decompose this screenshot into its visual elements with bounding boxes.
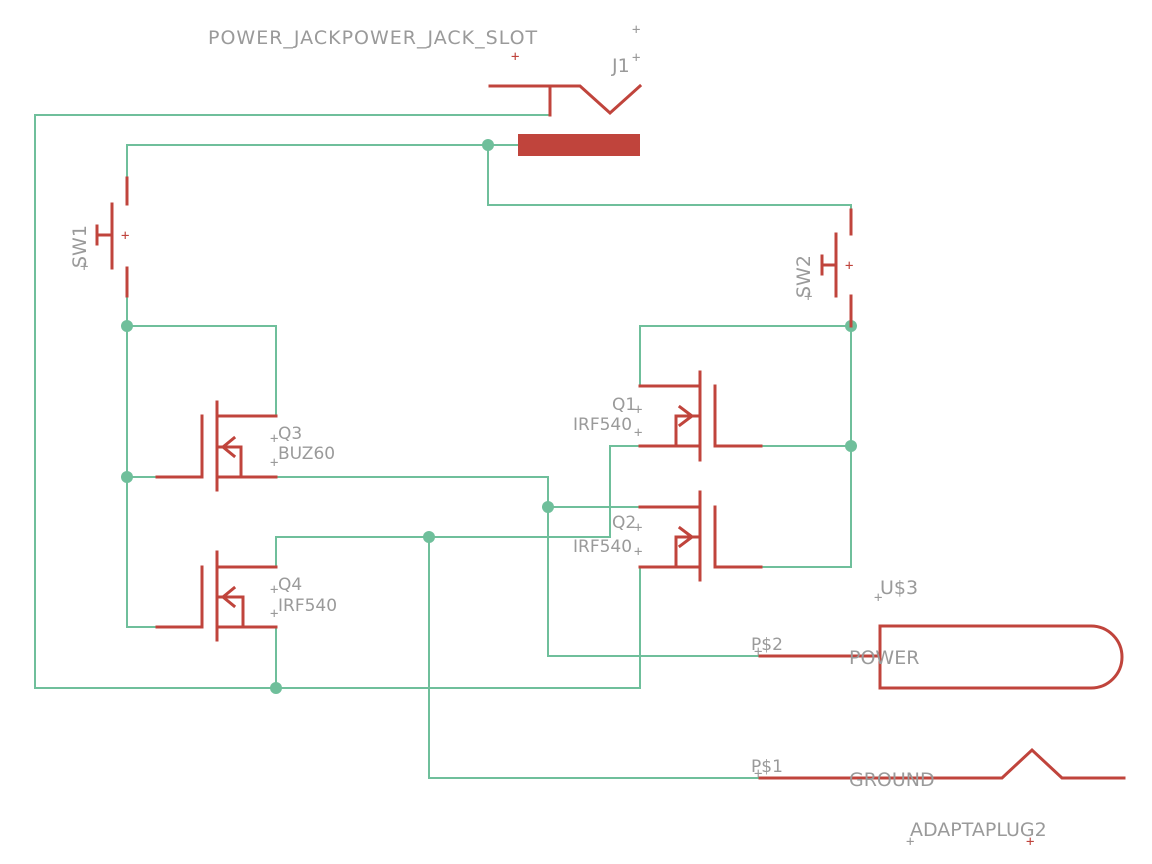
jack-barrel	[518, 134, 640, 156]
origin-cross-icon: +	[754, 644, 762, 660]
q3-name-label: Q3	[278, 424, 302, 444]
origin-cross-icon: +	[634, 544, 642, 560]
jack-spring-contact	[488, 83, 643, 116]
ground-lead	[758, 747, 1126, 780]
origin-cross-icon: +	[906, 834, 914, 850]
wire-net-ground[interactable]	[275, 445, 641, 568]
q3-value-label: BUZ60	[278, 444, 335, 464]
mosfet-arrow-icon	[677, 525, 695, 549]
origin-cross-icon: +	[121, 228, 129, 244]
junction-dot	[121, 471, 133, 483]
connector-u3[interactable]: U$3 + P$2 + POWER	[751, 577, 1124, 690]
pin-ground-number: P$1	[751, 757, 783, 777]
u3-name-label: U$3	[880, 577, 918, 599]
q1-name-label: Q1	[612, 395, 636, 415]
origin-cross-icon: +	[270, 606, 278, 622]
junction-dot	[423, 531, 435, 543]
wires	[34, 114, 857, 779]
wire-q3-drain[interactable]	[126, 325, 277, 417]
q2-value-label: IRF540	[573, 537, 632, 557]
pin-power-number: P$2	[751, 635, 783, 655]
q4-value-label: IRF540	[278, 596, 337, 616]
origin-cross-icon: +	[634, 402, 642, 418]
origin-cross-icon: +	[634, 520, 642, 536]
mosfet-arrow-icon	[677, 404, 695, 428]
origin-cross-icon: +	[511, 49, 519, 65]
origin-cross-icon: +	[634, 425, 642, 441]
mosfet-q2[interactable]: Q2 + IRF540 +	[573, 490, 763, 582]
jack-name-label: J1	[611, 55, 630, 77]
origin-cross-icon: +	[270, 431, 278, 447]
origin-cross-icon: +	[632, 50, 640, 66]
origin-cross-icon: +	[270, 582, 278, 598]
junction-dot	[845, 440, 857, 452]
sw1-label: SW1	[69, 225, 91, 268]
wire-top-rail[interactable]	[126, 144, 519, 179]
mosfet-q1[interactable]: Q1 + IRF540 +	[573, 370, 763, 462]
connector-body	[878, 624, 1124, 690]
pin-ground-name: GROUND	[849, 769, 935, 791]
junction-dot	[482, 139, 494, 151]
junction-dot	[542, 501, 554, 513]
origin-cross-icon: +	[804, 289, 812, 305]
mosfet-q4[interactable]: Q4 + IRF540 +	[155, 550, 337, 642]
origin-cross-icon: +	[632, 22, 640, 38]
q1-value-label: IRF540	[573, 415, 632, 435]
mosfet-q3[interactable]: Q3 + BUZ60 +	[155, 400, 335, 492]
sw2-label: SW2	[793, 255, 815, 298]
wire-outer-loop[interactable]	[34, 114, 641, 689]
wire-net-power[interactable]	[275, 476, 641, 508]
wire-q1-drain[interactable]	[639, 325, 852, 387]
adapter-name-label: ADAPTAPLUG2	[910, 819, 1047, 841]
wire-to-sw2[interactable]	[487, 144, 852, 211]
wire-power-pin[interactable]	[547, 506, 761, 657]
origin-cross-icon: +	[80, 259, 88, 275]
pin-power-name: POWER	[849, 647, 919, 669]
wire-ground-pin[interactable]	[428, 536, 761, 779]
junction-dot	[270, 682, 282, 694]
q4-name-label: Q4	[278, 575, 302, 595]
wire-right-node[interactable]	[760, 295, 852, 568]
jack-value-label: POWER_JACKPOWER_JACK_SLOT	[208, 27, 538, 49]
junction-dot	[121, 320, 133, 332]
mosfet-arrow-icon	[220, 585, 237, 609]
connector-adaptaplug2[interactable]: P$1 + GROUND ADAPTAPLUG2 + +	[751, 747, 1126, 850]
wire-left-node[interactable]	[126, 295, 158, 628]
power-jack-j1[interactable]: POWER_JACKPOWER_JACK_SLOT + + J1 +	[208, 22, 643, 156]
origin-cross-icon: +	[270, 455, 278, 471]
origin-cross-icon: +	[1026, 834, 1034, 850]
origin-cross-icon: +	[754, 766, 762, 782]
q2-name-label: Q2	[612, 513, 636, 533]
origin-cross-icon: +	[845, 258, 853, 274]
mosfet-arrow-icon	[220, 435, 237, 459]
origin-cross-icon: +	[874, 590, 882, 606]
switch-sw2[interactable]: + SW2 +	[793, 208, 853, 328]
switch-sw1[interactable]: + SW1 +	[69, 176, 129, 298]
